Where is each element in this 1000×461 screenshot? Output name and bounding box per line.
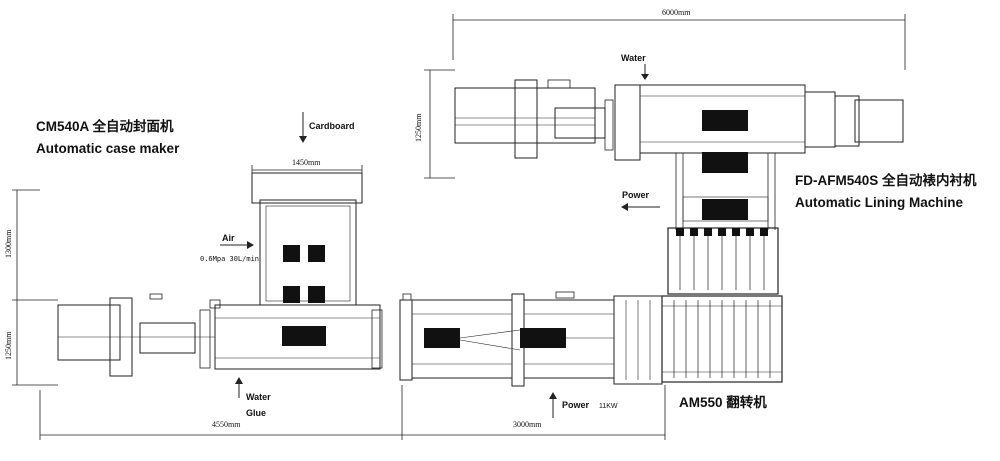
dim-conveyor-length: 3000mm (513, 420, 542, 429)
lining-machine-model: FD-AFM540S (795, 173, 879, 188)
dim-lining-width: 1250mm (414, 113, 423, 142)
turner-name-cn: 翻转机 (726, 395, 767, 410)
lining-machine-title: FD-AFM540S 全自动裱内衬机 Automatic Lining Mach… (795, 170, 977, 214)
case-maker-name-cn: 全自动封面机 (92, 119, 174, 134)
case-maker-model: CM540A (36, 119, 89, 134)
air-spec-label: 0.6Mpa 30L/min (200, 255, 260, 263)
water-top-label: Water (621, 53, 646, 63)
power-top-label: Power (622, 190, 650, 200)
air-label: Air (222, 233, 235, 243)
lining-machine-name-en: Automatic Lining Machine (795, 195, 964, 210)
input-arrows (220, 64, 660, 418)
dim-feeder-height: 1300mm (4, 229, 13, 258)
turner-title: AM550 翻转机 (679, 392, 767, 414)
turner-drawing (661, 227, 783, 383)
power-rating-label: 11KW (599, 403, 618, 410)
cardboard-label: Cardboard (309, 121, 355, 131)
water-bottom-label: Water (246, 392, 271, 402)
lining-machine-drawing (424, 14, 906, 230)
bottom-dimensions (39, 385, 666, 440)
glue-label: Glue (246, 408, 267, 418)
turner-model: AM550 (679, 395, 723, 410)
lining-machine-name-cn: 全自动裱内衬机 (882, 173, 977, 188)
case-maker-drawing (12, 165, 383, 386)
dim-lining-length: 6000mm (662, 8, 691, 17)
conveyor-drawing (399, 291, 663, 387)
dim-case-width: 1250mm (4, 331, 13, 360)
power-bottom-label: Power (562, 400, 590, 410)
dim-feeder-width: 1450mm (292, 158, 321, 167)
dim-case-length: 4550mm (212, 420, 241, 429)
case-maker-title: CM540A 全自动封面机 Automatic case maker (36, 116, 179, 160)
case-maker-name-en: Automatic case maker (36, 141, 180, 156)
